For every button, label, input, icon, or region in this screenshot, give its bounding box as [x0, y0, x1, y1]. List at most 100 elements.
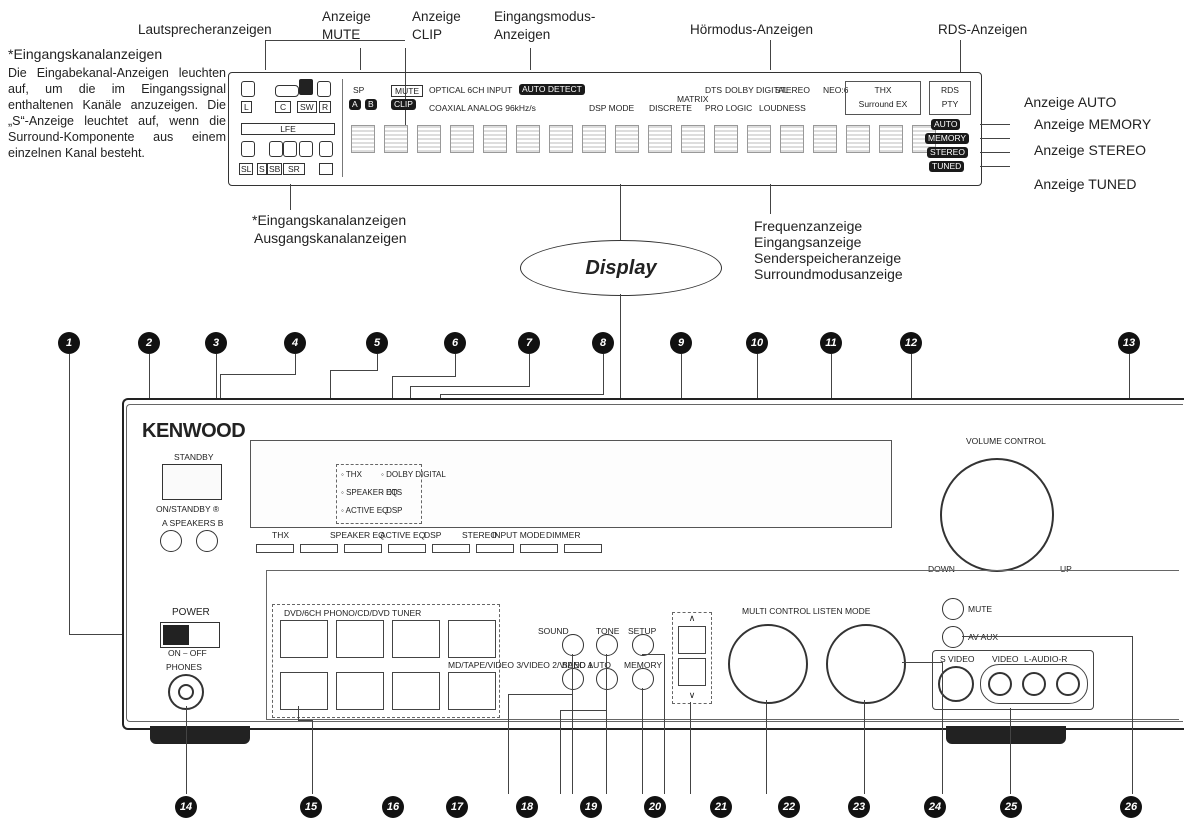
freq-label-group: Frequenzanzeige Eingangsanzeige Sendersp…	[754, 218, 903, 282]
input-dvd6ch-button[interactable]	[280, 620, 328, 658]
rds-box: RDS PTY	[929, 81, 971, 115]
sound-button[interactable]	[562, 634, 584, 656]
callout-19: 19	[580, 796, 602, 818]
input-video2-button[interactable]	[392, 672, 440, 710]
speakers-a-button[interactable]	[160, 530, 182, 552]
left-note-title: *Eingangskanalanzeigen	[8, 46, 163, 62]
video-jack[interactable]	[988, 672, 1012, 696]
pro-logic-indicator: PRO LOGIC	[705, 103, 753, 113]
audio-r-jack[interactable]	[1056, 672, 1080, 696]
band-button[interactable]	[562, 668, 584, 690]
callout-15: 15	[300, 796, 322, 818]
down-arrow-icon: ∨	[688, 690, 696, 700]
av-aux-button[interactable]	[942, 626, 964, 648]
sp-a: A	[349, 99, 361, 110]
ch-lfe: LFE	[241, 123, 335, 135]
display-callout: Display	[520, 240, 722, 296]
thx-button[interactable]	[256, 544, 294, 553]
left-note: *Eingangskanalanzeigen Die Eingabekanal-…	[8, 46, 226, 161]
input-tuner-button[interactable]	[448, 620, 496, 658]
callout-24: 24	[924, 796, 946, 818]
power-on-off-label: ON ⎯ OFF	[168, 648, 207, 658]
input-video1-button[interactable]	[448, 672, 496, 710]
input-md-tape-button[interactable]	[280, 672, 328, 710]
ch-sb: SB	[267, 163, 283, 175]
input-phono-button[interactable]	[336, 620, 384, 658]
label-rds-indicators: RDS-Anzeigen	[938, 22, 1028, 37]
listen-mode-knob[interactable]	[826, 624, 906, 704]
neo6-indicator: NEO:6	[823, 85, 849, 95]
stereo-button[interactable]	[432, 544, 470, 553]
power-button[interactable]	[160, 622, 220, 648]
callout-5: 5	[366, 332, 388, 354]
volume-label: VOLUME CONTROL	[966, 436, 1046, 446]
discrete-indicator: DISCRETE	[649, 103, 692, 113]
setup-label: SETUP	[628, 626, 657, 636]
multi-control-knob[interactable]	[728, 624, 808, 704]
input-bottom-label: MD/TAPE/VIDEO 3/VIDEO 2/VIDEO 1	[448, 660, 593, 670]
display-panel: L C SW R LFE SL S SB SR SP A B MUTE CLIP…	[228, 72, 982, 186]
callout-1: 1	[58, 332, 80, 354]
ch-s: S	[257, 163, 267, 175]
phones-jack[interactable]	[168, 674, 204, 710]
setup-button[interactable]	[632, 634, 654, 656]
sp-b: B	[365, 99, 377, 110]
memory-tag: MEMORY	[925, 133, 970, 144]
input-cd-dvd-button[interactable]	[392, 620, 440, 658]
mute-button[interactable]	[942, 598, 964, 620]
ch-sl: SL	[239, 163, 254, 175]
ch-l: L	[241, 101, 252, 113]
s-video-label: S VIDEO	[940, 654, 975, 664]
auto-tag: AUTO	[931, 119, 961, 130]
dolby-digital-indicator: DOLBY DIGITAL	[725, 85, 789, 95]
on-standby-button[interactable]	[162, 464, 222, 500]
left-note-text: Die Eingabekanal-Anzeigen leuchten auf, …	[8, 66, 226, 160]
thx-indicator: THX	[874, 85, 892, 95]
matrix-indicator: MATRIX	[677, 94, 709, 104]
callout-6: 6	[444, 332, 466, 354]
btn-label-stereo: STEREO	[462, 530, 497, 540]
input-video3-button[interactable]	[336, 672, 384, 710]
ind-active-eq: ACTIVE EQ	[345, 506, 389, 515]
on-standby-label: ON/STANDBY ®	[156, 504, 220, 514]
ind-spk-eq: SPEAKER EQ	[346, 488, 398, 497]
callout-13: 13	[1118, 332, 1140, 354]
callout-8: 8	[592, 332, 614, 354]
callout-26: 26	[1120, 796, 1142, 818]
volume-knob[interactable]	[940, 458, 1054, 572]
ch-sw: SW	[297, 101, 317, 113]
thx-box: THX Surround EX	[845, 81, 921, 115]
s-video-jack[interactable]	[938, 666, 974, 702]
speaker-eq-button[interactable]	[300, 544, 338, 553]
input-mode-button[interactable]	[476, 544, 514, 553]
dimmer-button[interactable]	[520, 544, 558, 553]
extra-button[interactable]	[564, 544, 602, 553]
active-eq-button[interactable]	[344, 544, 382, 553]
audio-l-jack[interactable]	[1022, 672, 1046, 696]
label-output-channels: Ausgangskanalanzeigen	[254, 230, 407, 246]
clip-indicator: CLIP	[391, 99, 416, 110]
auto-button[interactable]	[596, 668, 618, 690]
ind-thx: THX	[345, 470, 362, 479]
pty-indicator: PTY	[941, 99, 959, 109]
up-button[interactable]	[678, 626, 706, 654]
down-button[interactable]	[678, 658, 706, 686]
callout-17: 17	[446, 796, 468, 818]
function-button-row	[256, 544, 602, 553]
label-preset: Senderspeicheranzeige	[754, 250, 902, 266]
callout-16: 16	[382, 796, 404, 818]
label-surround-mode: Surroundmodusanzeige	[754, 266, 903, 282]
callout-21: 21	[710, 796, 732, 818]
tone-button[interactable]	[596, 634, 618, 656]
audio-label: L-AUDIO-R	[1024, 654, 1068, 664]
btn-label-active-eq: ACTIVE EQ	[380, 530, 426, 540]
memory-button[interactable]	[632, 668, 654, 690]
callout-22: 22	[778, 796, 800, 818]
speakers-label: A SPEAKERS B	[162, 518, 224, 528]
phones-label: PHONES	[166, 662, 202, 672]
standby-label: STANDBY	[174, 452, 214, 462]
dts-indicator: DTS	[705, 85, 722, 95]
label-listen-mode-indicators: Hörmodus-Anzeigen	[690, 22, 814, 37]
speakers-b-button[interactable]	[196, 530, 218, 552]
dsp-button[interactable]	[388, 544, 426, 553]
